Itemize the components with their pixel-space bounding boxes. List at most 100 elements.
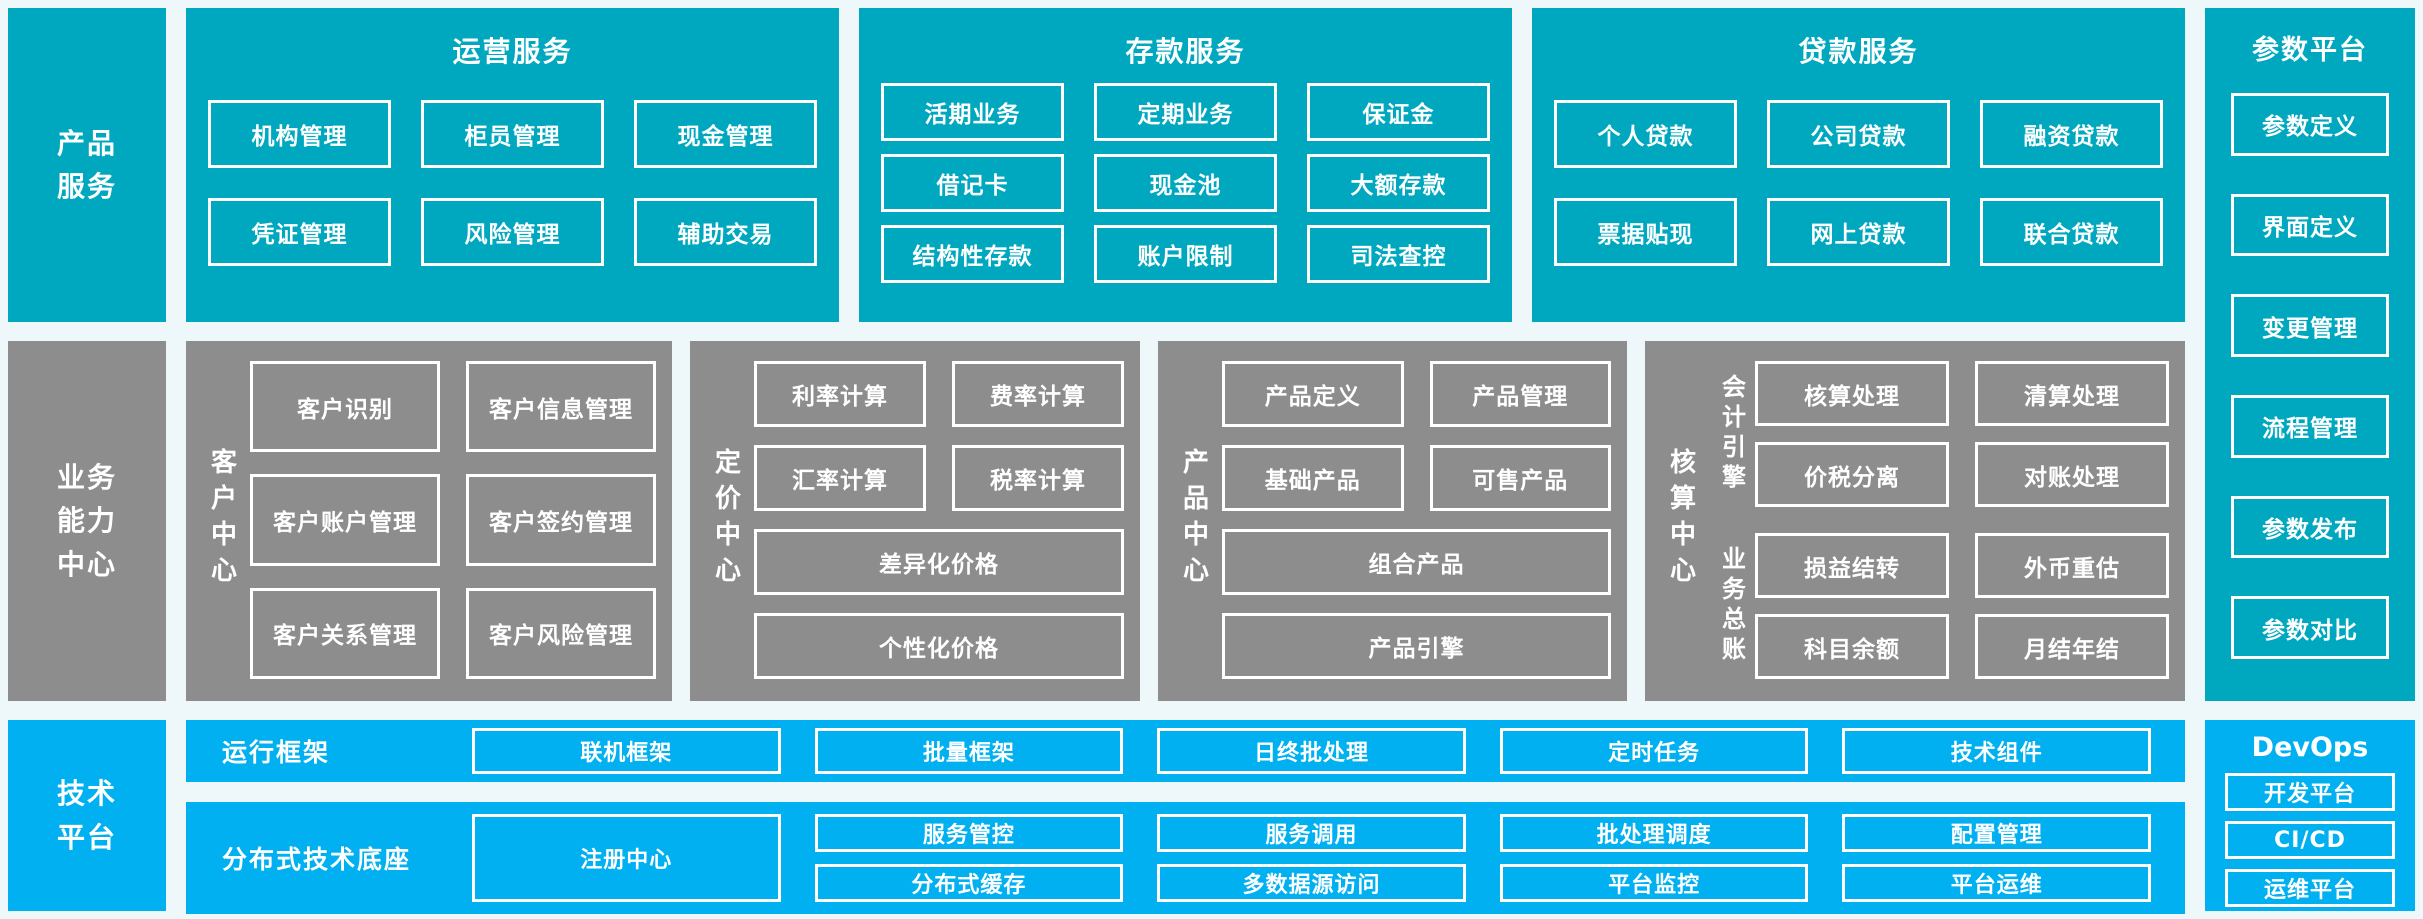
band-runtime-framework: 运行框架 联机框架 批量框架 日终批处理 定时任务 技术组件 bbox=[186, 720, 2185, 782]
diagram-node: 清算处理 bbox=[1975, 361, 2169, 426]
diagram-node: 柜员管理 bbox=[421, 100, 604, 168]
section-boxes: 客户识别 客户信息管理 客户账户管理 客户签约管理 客户关系管理 客户风险管理 bbox=[250, 361, 656, 679]
group-accounting-engine: 会计引擎 核算处理 清算处理 价税分离 对账处理 bbox=[1709, 361, 2169, 507]
section-operation-services: 运营服务 机构管理 柜员管理 现金管理 凭证管理 风险管理 辅助交易 bbox=[186, 8, 839, 322]
section-boxes: 机构管理 柜员管理 现金管理 凭证管理 风险管理 辅助交易 bbox=[204, 70, 821, 296]
diagram-node: 定时任务 bbox=[1499, 728, 1809, 774]
section-boxes: 个人贷款 公司贷款 融资贷款 票据贴现 网上贷款 联合贷款 bbox=[1550, 70, 2167, 296]
diagram-node: 司法查控 bbox=[1307, 225, 1490, 283]
band-title: 运行框架 bbox=[222, 738, 331, 767]
diagram-node: 产品管理 bbox=[1429, 361, 1611, 427]
diagram-node: 日终批处理 bbox=[1157, 728, 1466, 774]
diagram-node: 产品定义 bbox=[1222, 361, 1404, 427]
band-boxes: 注册中心 服务管控 服务调用 批处理调度 配置管理 分布式缓存 多数据源访问 平… bbox=[472, 814, 2175, 902]
section-deposit-services: 存款服务 活期业务 定期业务 保证金 借记卡 现金池 大额存款 结构性存款 账户… bbox=[859, 8, 1512, 322]
diagram-node: 客户风险管理 bbox=[466, 587, 656, 679]
section-accounting-center: 核算中心 会计引擎 核算处理 清算处理 价税分离 对账处理 业务 bbox=[1645, 341, 2185, 701]
diagram-node: 联合贷款 bbox=[1980, 198, 2163, 266]
diagram-node: 月结年结 bbox=[1975, 614, 2169, 679]
diagram-node: 外币重估 bbox=[1975, 533, 2169, 598]
diagram-node: 现金池 bbox=[1094, 154, 1277, 212]
diagram-node: 批量框架 bbox=[814, 728, 1124, 774]
diagram-node: 辅助交易 bbox=[634, 198, 817, 266]
diagram-node: 价税分离 bbox=[1755, 442, 1949, 507]
group-vertical-label: 业务总账 bbox=[1709, 533, 1755, 679]
diagram-node: 客户识别 bbox=[250, 361, 440, 453]
diagram-node: 账户限制 bbox=[1094, 225, 1277, 283]
band-title: 分布式技术底座 bbox=[222, 845, 412, 874]
diagram-node: 可售产品 bbox=[1429, 445, 1611, 511]
group-title: 会计引擎 bbox=[1717, 374, 1746, 494]
diagram-node: 多数据源访问 bbox=[1157, 864, 1466, 902]
diagram-node: 机构管理 bbox=[208, 100, 391, 168]
rail-label-technology-platform: 技术 平台 bbox=[8, 720, 166, 911]
section-customer-center: 客户中心 客户识别 客户信息管理 客户账户管理 客户签约管理 客户关系管理 客户… bbox=[186, 341, 672, 701]
diagram-node: 流程管理 bbox=[2231, 395, 2389, 458]
group-boxes: 核算处理 清算处理 价税分离 对账处理 bbox=[1755, 361, 2169, 507]
diagram-node: 客户账户管理 bbox=[250, 474, 440, 566]
diagram-node: 客户信息管理 bbox=[466, 361, 656, 453]
diagram-node: 保证金 bbox=[1307, 83, 1490, 141]
diagram-node: 现金管理 bbox=[634, 100, 817, 168]
diagram-node: 运维平台 bbox=[2225, 869, 2395, 907]
diagram-node: 平台监控 bbox=[1499, 864, 1809, 902]
diagram-node: 税率计算 bbox=[952, 445, 1124, 511]
diagram-node: 基础产品 bbox=[1222, 445, 1404, 511]
diagram-node: 票据贴现 bbox=[1554, 198, 1737, 266]
diagram-node: 费率计算 bbox=[952, 361, 1124, 427]
section-boxes: 参数定义 界面定义 变更管理 流程管理 参数发布 参数对比 bbox=[2231, 93, 2389, 659]
diagram-node: 个性化价格 bbox=[754, 613, 1124, 679]
diagram-node: CI/CD bbox=[2225, 821, 2395, 859]
diagram-node: 借记卡 bbox=[881, 154, 1064, 212]
section-title: 产品中心 bbox=[1178, 448, 1209, 592]
diagram-node: 参数发布 bbox=[2231, 495, 2389, 559]
section-parameter-platform: 参数平台 参数定义 界面定义 变更管理 流程管理 参数发布 参数对比 bbox=[2205, 8, 2415, 701]
section-boxes: 开发平台 CI/CD 运维平台 bbox=[2225, 773, 2395, 907]
diagram-node: 风险管理 bbox=[421, 198, 604, 266]
diagram-node: 平台运维 bbox=[1842, 864, 2151, 902]
diagram-node: 客户关系管理 bbox=[250, 587, 440, 679]
diagram-node: 配置管理 bbox=[1842, 814, 2151, 852]
diagram-node: 参数对比 bbox=[2231, 596, 2389, 659]
diagram-node: 技术组件 bbox=[1842, 728, 2151, 774]
diagram-node: 核算处理 bbox=[1755, 361, 1949, 426]
section-boxes: 利率计算 费率计算 汇率计算 税率计算 差异化价格 个性化价格 bbox=[754, 361, 1124, 679]
section-boxes: 产品定义 产品管理 基础产品 可售产品 组合产品 产品引擎 bbox=[1222, 361, 1611, 679]
diagram-node: 参数定义 bbox=[2231, 93, 2389, 156]
diagram-node: 服务管控 bbox=[814, 814, 1124, 852]
diagram-node: 组合产品 bbox=[1222, 529, 1611, 595]
diagram-node: 结构性存款 bbox=[881, 225, 1064, 283]
diagram-node: 注册中心 bbox=[472, 814, 781, 902]
diagram-node: 网上贷款 bbox=[1767, 198, 1950, 266]
band-boxes: 联机框架 批量框架 日终批处理 定时任务 技术组件 bbox=[472, 728, 2175, 774]
diagram-node: 利率计算 bbox=[754, 361, 926, 427]
section-title: 定价中心 bbox=[710, 448, 741, 592]
diagram-node: 服务调用 bbox=[1157, 814, 1466, 852]
diagram-node: 变更管理 bbox=[2231, 294, 2389, 357]
technology-platform-row: 运行框架 联机框架 批量框架 日终批处理 定时任务 技术组件 分布式技术底座 注… bbox=[186, 720, 2185, 914]
diagram-node: 公司贷款 bbox=[1767, 100, 1950, 168]
section-vertical-label: 产品中心 bbox=[1166, 361, 1222, 679]
group-vertical-label: 会计引擎 bbox=[1709, 361, 1755, 507]
diagram-node: 分布式缓存 bbox=[814, 864, 1124, 902]
business-capability-row: 客户中心 客户识别 客户信息管理 客户账户管理 客户签约管理 客户关系管理 客户… bbox=[186, 341, 2185, 701]
diagram-node: 联机框架 bbox=[472, 728, 781, 774]
diagram-node: 凭证管理 bbox=[208, 198, 391, 266]
section-title: 运营服务 bbox=[452, 35, 573, 68]
section-vertical-label: 客户中心 bbox=[194, 361, 250, 679]
accounting-groups: 会计引擎 核算处理 清算处理 价税分离 对账处理 业务总账 损益结转 bbox=[1709, 361, 2169, 679]
section-devops: DevOps 开发平台 CI/CD 运维平台 bbox=[2205, 720, 2415, 911]
diagram-node: 产品引擎 bbox=[1222, 613, 1611, 679]
section-pricing-center: 定价中心 利率计算 费率计算 汇率计算 税率计算 差异化价格 个性化价格 bbox=[690, 341, 1140, 701]
group-title: 业务总账 bbox=[1717, 546, 1746, 666]
product-services-row: 运营服务 机构管理 柜员管理 现金管理 凭证管理 风险管理 辅助交易 存款服务 … bbox=[186, 8, 2185, 322]
diagram-node: 定期业务 bbox=[1094, 83, 1277, 141]
section-vertical-label: 核算中心 bbox=[1653, 361, 1709, 679]
group-business-ledger: 业务总账 损益结转 外币重估 科目余额 月结年结 bbox=[1709, 533, 2169, 679]
rail-label-business-capability-center: 业务 能力 中心 bbox=[8, 341, 166, 701]
diagram-node: 大额存款 bbox=[1307, 154, 1490, 212]
section-title: 存款服务 bbox=[1125, 35, 1246, 68]
rail-label-product-services: 产品 服务 bbox=[8, 8, 166, 322]
diagram-node: 损益结转 bbox=[1755, 533, 1949, 598]
